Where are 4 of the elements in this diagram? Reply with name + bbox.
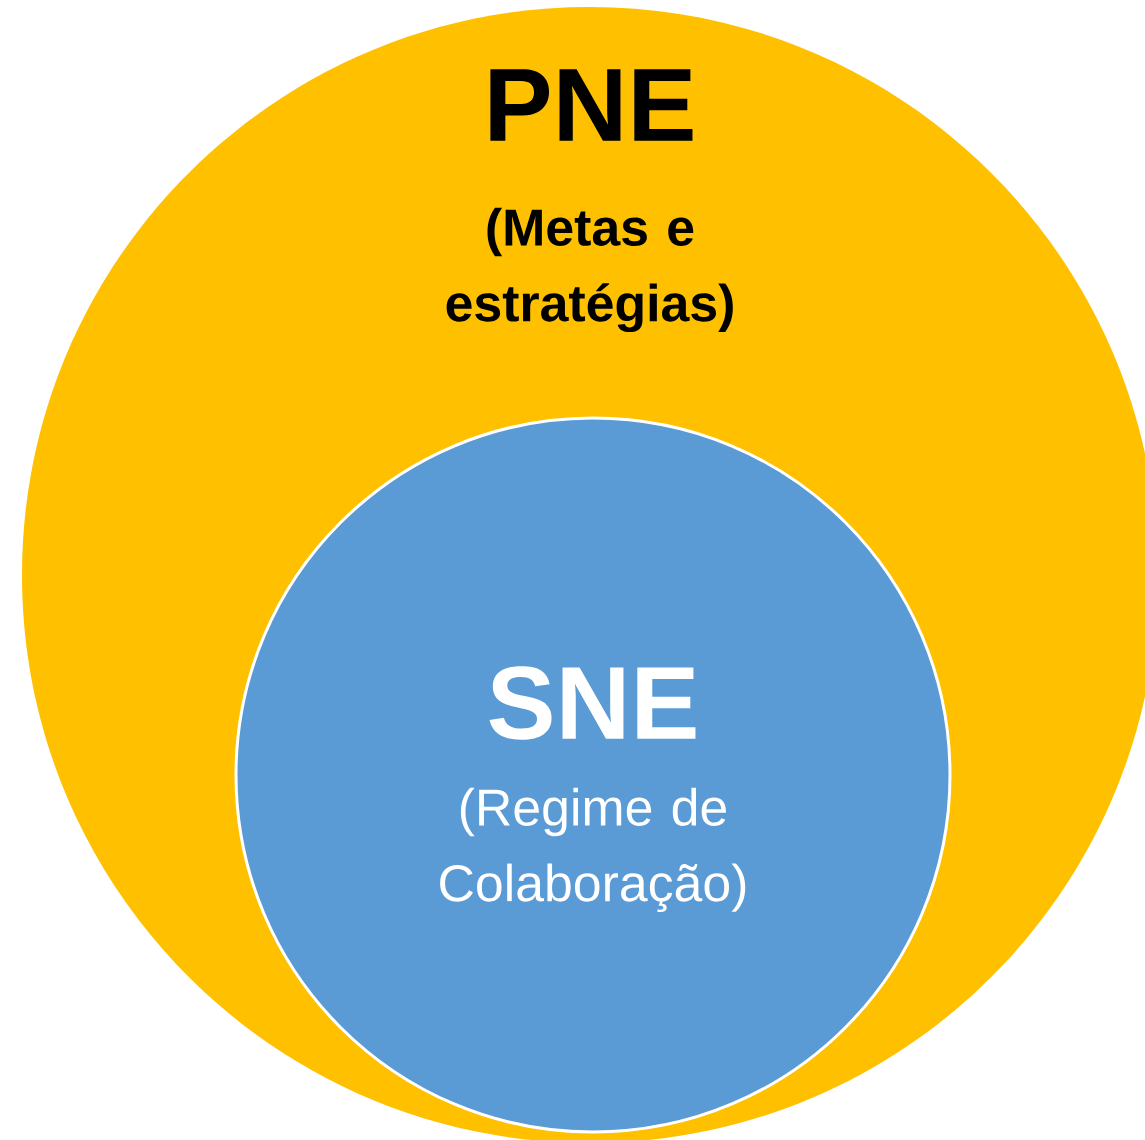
circle-title: SNE — [489, 666, 696, 740]
circle-title: PNE — [490, 69, 693, 141]
circle-subtitle: (Metas e estratégias) — [446, 207, 733, 333]
circle-subtitle: (Regime de Colaboração) — [440, 787, 746, 913]
